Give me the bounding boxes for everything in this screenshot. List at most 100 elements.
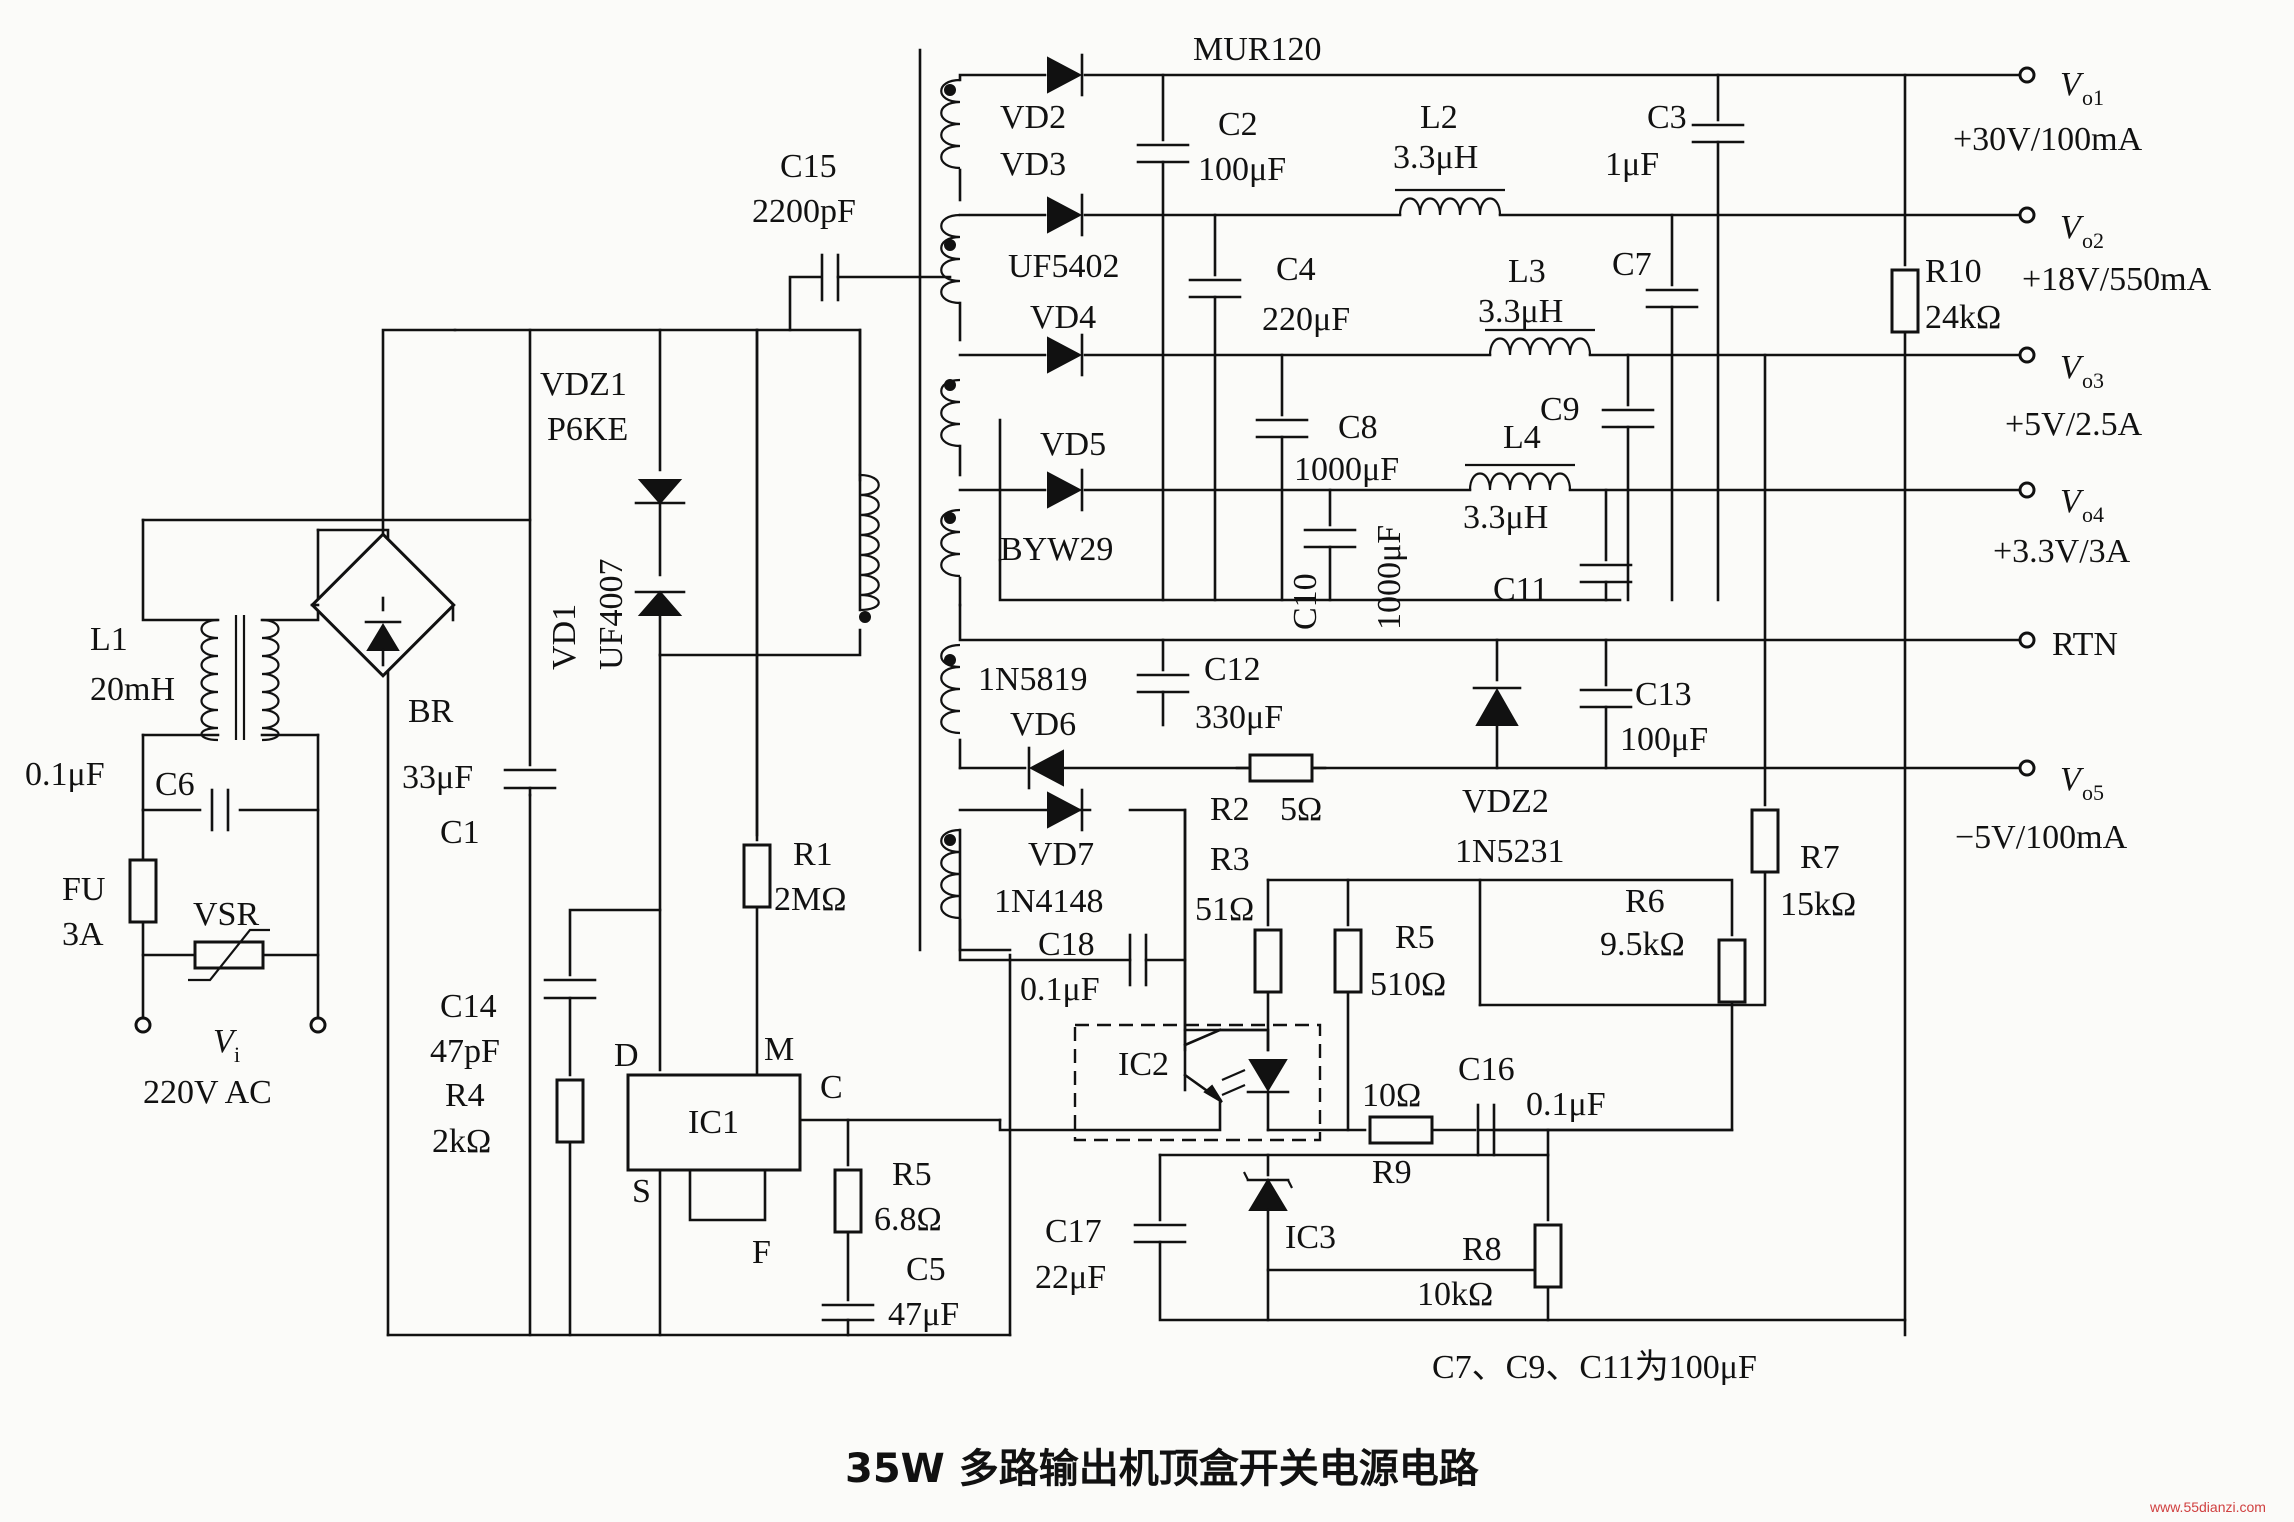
vdz2-ref: VDZ2	[1462, 783, 1549, 820]
vdz2-value: 1N5231	[1455, 833, 1565, 870]
ic3-ref: IC3	[1285, 1219, 1336, 1256]
output-inductors	[1395, 188, 1595, 491]
r3-ref: R3	[1210, 841, 1250, 878]
c5-ref: C5	[906, 1251, 946, 1288]
vd3-ref: VD3	[1000, 146, 1066, 183]
r5a-value: 6.8Ω	[874, 1201, 942, 1238]
c4-ref: C4	[1276, 251, 1316, 288]
c13-value: 100μF	[1620, 721, 1708, 758]
r1-resistor	[742, 328, 772, 1077]
c1-capacitor	[503, 768, 557, 797]
c14-r4-branch	[543, 908, 662, 1337]
vd5-ref: VD5	[1040, 426, 1106, 463]
vo4-subscript: o4	[2082, 502, 2104, 527]
ic2-ref: IC2	[1118, 1046, 1169, 1083]
input-voltage: 220V AC	[143, 1074, 272, 1111]
l2-ref: L2	[1420, 99, 1458, 136]
vd7-ref: VD7	[1028, 836, 1094, 873]
secondary-rails	[958, 73, 2022, 1052]
vd1-value: UF4007	[593, 559, 630, 670]
c12-value: 330μF	[1195, 699, 1283, 736]
capacitor-note: C7、C9、C11为100μF	[1432, 1349, 1757, 1386]
ic2-optocoupler	[998, 1023, 1322, 1142]
c2-value: 100μF	[1198, 151, 1286, 188]
l1-ref: L1	[90, 621, 128, 658]
r10-ref: R10	[1925, 253, 1982, 290]
vdz2-zener	[1472, 638, 1522, 770]
ic1-ref: IC1	[688, 1104, 739, 1141]
c9-ref: C9	[1540, 391, 1580, 428]
c14-value: 47pF	[430, 1033, 500, 1070]
c10-ref: C10	[1287, 573, 1324, 630]
diagram-title: 35W 多路输出机顶盒开关电源电路	[845, 1446, 1480, 1492]
c6-value: 0.1μF	[25, 756, 105, 793]
rtn-label: RTN	[2052, 626, 2118, 663]
c4-value: 220μF	[1262, 301, 1350, 338]
c8-ref: C8	[1338, 409, 1378, 446]
vsr-ref: VSR	[193, 896, 259, 933]
c16-ref: C16	[1458, 1051, 1515, 1088]
vd5-value: BYW29	[1000, 531, 1113, 568]
r1-ref: R1	[793, 836, 833, 873]
l1-value: 20mH	[90, 671, 175, 708]
c18-value: 0.1μF	[1020, 971, 1100, 1008]
vd1-ref: VD1	[546, 604, 583, 670]
r5a-ref: R5	[892, 1156, 932, 1193]
c13-ref: C13	[1635, 676, 1692, 713]
input-subscript: i	[234, 1042, 240, 1067]
vd2-value: MUR120	[1193, 31, 1321, 68]
l2-value: 3.3μH	[1393, 139, 1478, 176]
l4-value: 3.3μH	[1463, 499, 1548, 536]
ic1-pin-m: M	[764, 1031, 794, 1068]
vo3-rating: +5V/2.5A	[2005, 406, 2143, 443]
ic1-pin-c: C	[820, 1069, 843, 1106]
l1-choke	[200, 615, 280, 742]
ic1-pin-s: S	[632, 1173, 651, 1210]
vo3-subscript: o3	[2082, 368, 2104, 393]
r6-ref: R6	[1625, 883, 1665, 920]
r1-value: 2MΩ	[774, 881, 847, 918]
c17-ref: C17	[1045, 1213, 1102, 1250]
r5b-value: 510Ω	[1370, 966, 1446, 1003]
r7-ref: R7	[1800, 839, 1840, 876]
c3-ref: C3	[1647, 99, 1687, 136]
c3-value: 1μF	[1605, 146, 1659, 183]
r2-value: 5Ω	[1280, 791, 1322, 828]
r3-value: 51Ω	[1195, 891, 1254, 928]
vo5-subscript: o5	[2082, 780, 2104, 805]
r8-ref: R8	[1462, 1231, 1502, 1268]
r10-r2	[1235, 73, 1920, 1337]
vo1-rating: +30V/100mA	[1953, 121, 2143, 158]
ic1-pin-d: D	[614, 1037, 639, 1074]
labels: L1 20mH 0.1μF C6 FU 3A VSR V i 220V AC B…	[25, 31, 2001, 1386]
br-ref: BR	[408, 693, 454, 730]
vo4-rating: +3.3V/3A	[1993, 533, 2131, 570]
c11-ref: C11	[1493, 571, 1548, 608]
vo2-subscript: o2	[2082, 228, 2104, 253]
input-terminals	[134, 1016, 327, 1034]
vd6-value: 1N5819	[978, 661, 1088, 698]
output-terminals	[2018, 66, 2036, 777]
vsr-varistor	[188, 928, 270, 982]
output-diodes	[1027, 53, 1084, 832]
vdz1-clamp	[634, 479, 862, 1072]
c15-capacitor	[788, 253, 952, 332]
c1-ref: C1	[440, 814, 480, 851]
c8-value: 1000μF	[1294, 451, 1399, 488]
vd7-value: 1N4148	[994, 883, 1104, 920]
input-filter-wiring	[141, 518, 532, 1337]
r5b-ref: R5	[1395, 919, 1435, 956]
c17-value: 22μF	[1035, 1259, 1106, 1296]
ic1-pin-f: F	[752, 1234, 771, 1271]
r9-value: 10Ω	[1362, 1077, 1421, 1114]
l4-ref: L4	[1503, 419, 1541, 456]
c18-ref: C18	[1038, 926, 1095, 963]
c16-value: 0.1μF	[1526, 1086, 1606, 1123]
c7-ref: C7	[1612, 246, 1652, 283]
c10-value: 1000μF	[1371, 525, 1408, 630]
vd4-ref: VD4	[1030, 299, 1096, 336]
fu-value: 3A	[62, 916, 104, 953]
vd2-ref: VD2	[1000, 99, 1066, 136]
